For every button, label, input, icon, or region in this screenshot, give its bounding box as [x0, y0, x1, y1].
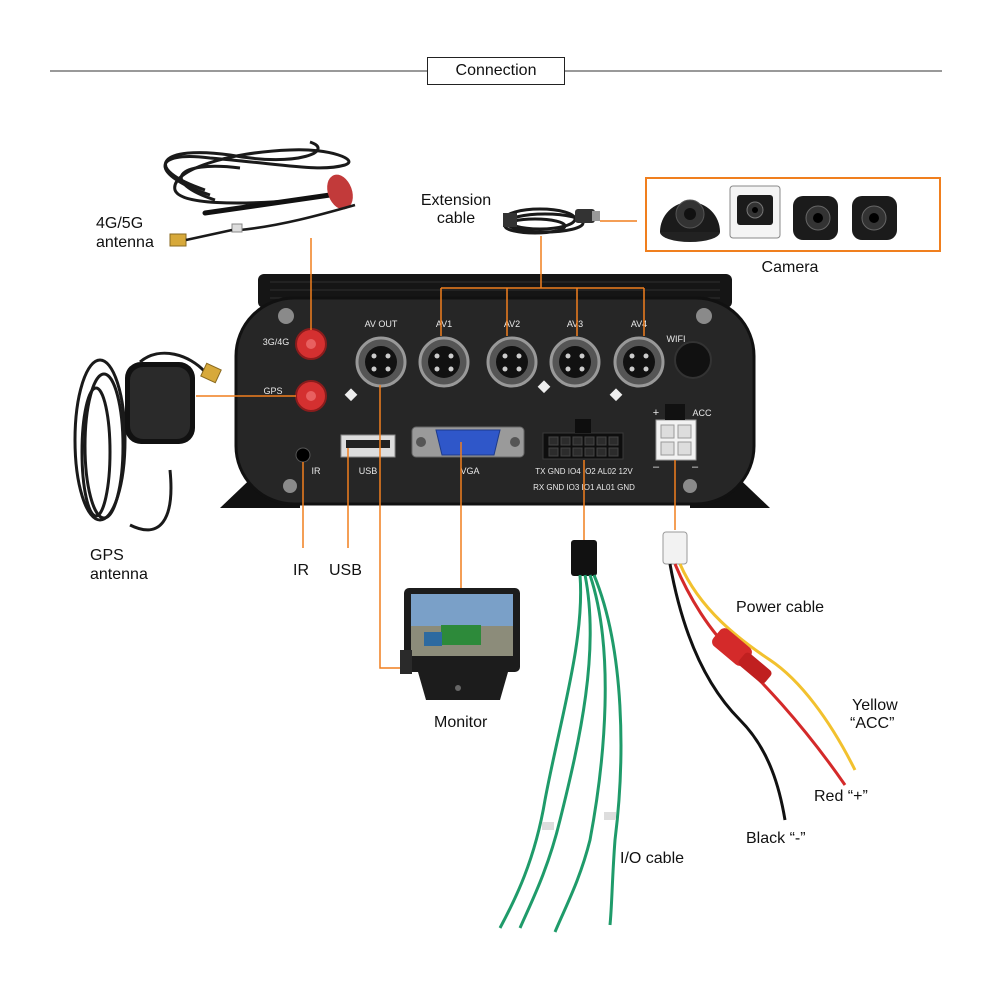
- port-av-out: [355, 336, 407, 388]
- led-1: [344, 388, 358, 402]
- label-io-cable: I/O cable: [620, 850, 685, 867]
- port-io: [542, 419, 624, 460]
- dome-camera-icon: [660, 199, 720, 242]
- label-extension-line1: Extension: [420, 192, 492, 209]
- label-ir: IR: [293, 562, 309, 579]
- panel-label-acc: ACC: [692, 408, 712, 418]
- panel-label-ir: IR: [312, 466, 322, 476]
- page-title: Connection: [427, 57, 565, 85]
- port-3g4g: [295, 328, 327, 360]
- label-black: Black “-”: [746, 830, 806, 847]
- wifi-antenna-icon: [674, 341, 712, 379]
- label-monitor: Monitor: [434, 714, 488, 731]
- antenna-4g5g-icon: [163, 140, 356, 247]
- port-usb: [340, 434, 396, 458]
- panel-label-av1: AV1: [436, 319, 452, 329]
- label-4g5g-line2: antenna: [96, 234, 154, 251]
- label-camera: Camera: [761, 259, 819, 276]
- io-cable-icon: [498, 540, 623, 933]
- panel-label-plus: +: [653, 407, 659, 419]
- port-gps: [295, 380, 327, 412]
- panel-label-wifi: WIFI: [667, 334, 686, 344]
- port-av3: [549, 336, 601, 388]
- label-usb: USB: [329, 562, 362, 579]
- panel-label-gps: GPS: [263, 386, 282, 396]
- monitor-icon: [400, 588, 520, 700]
- panel-label-usb: USB: [359, 466, 378, 476]
- port-vga: [411, 426, 525, 458]
- panel-label-vga: VGA: [460, 466, 479, 476]
- label-red: Red “+”: [814, 788, 868, 805]
- label-power-cable: Power cable: [736, 599, 825, 616]
- side-camera-right-icon: [852, 196, 897, 240]
- panel-label-av3: AV3: [567, 319, 583, 329]
- panel-label-av2: AV2: [504, 319, 520, 329]
- label-yellow-line1: Yellow: [852, 697, 898, 714]
- rear-camera-icon: [729, 185, 781, 239]
- label-extension-line2: cable: [436, 210, 476, 227]
- panel-label-3g4g: 3G/4G: [263, 337, 290, 347]
- panel-label-av4: AV4: [631, 319, 647, 329]
- port-av2: [486, 336, 538, 388]
- panel-label-minus-left: –: [653, 461, 660, 473]
- port-av4: [613, 336, 665, 388]
- power-cable-icon: [662, 531, 857, 821]
- panel-label-av-out: AV OUT: [365, 319, 398, 329]
- label-yellow-line2: “ACC”: [850, 715, 895, 732]
- label-gps-line2: antenna: [90, 566, 148, 583]
- port-power: [655, 404, 697, 461]
- ir-sensor: [295, 447, 311, 463]
- extension-cable-icon: [503, 207, 600, 235]
- side-camera-left-icon: [793, 196, 838, 240]
- label-gps-line1: GPS: [90, 547, 124, 564]
- panel-label-minus-right: –: [692, 461, 699, 473]
- gps-antenna-icon: [73, 351, 222, 532]
- port-av1: [418, 336, 470, 388]
- label-4g5g-line1: 4G/5G: [96, 215, 144, 232]
